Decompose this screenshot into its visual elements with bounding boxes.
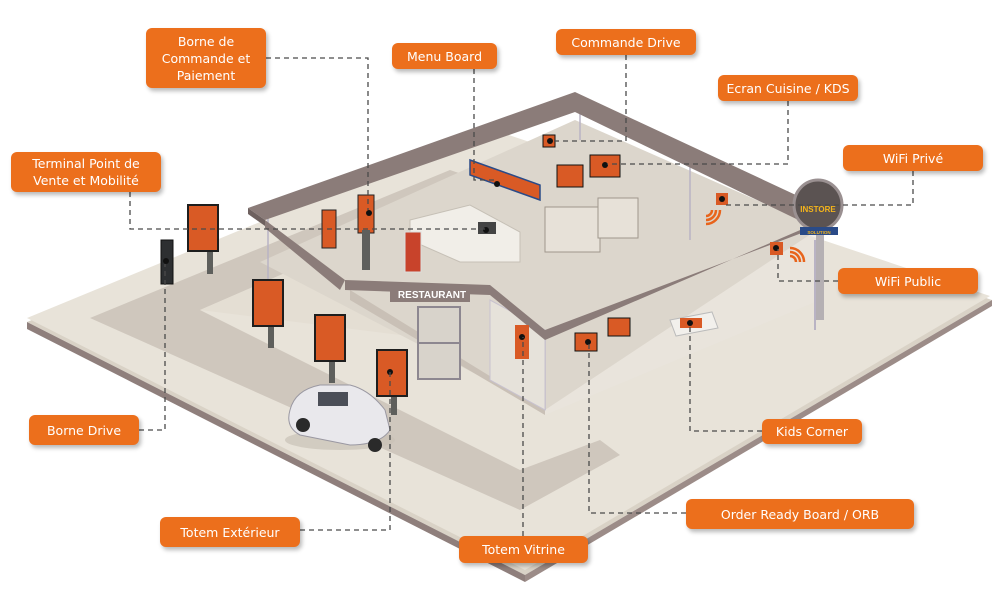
totem-icon <box>252 279 284 348</box>
car-icon <box>285 384 395 452</box>
wifi-signal-icon <box>789 246 806 263</box>
label-totem-exterieur[interactable]: Totem Extérieur <box>160 517 300 547</box>
totem-group <box>160 134 719 415</box>
label-borne-commande-paiement[interactable]: Borne de Commande et Paiement <box>146 28 266 88</box>
label-menu-board[interactable]: Menu Board <box>392 43 497 69</box>
connector-terminal-pdv <box>129 192 486 230</box>
menu-board-icon <box>469 158 541 202</box>
connector-commande-drive <box>552 55 627 142</box>
orb-screens-icon <box>574 317 631 352</box>
totem-icon <box>314 314 346 383</box>
connector-wifi-prive <box>722 171 914 206</box>
label-wifi-public[interactable]: WiFi Public <box>838 268 978 294</box>
label-ecran-cuisine-kds[interactable]: Ecran Cuisine / KDS <box>718 75 858 101</box>
drive-kiosk-icon <box>160 239 174 285</box>
label-terminal-point-de-vente[interactable]: Terminal Point de Vente et Mobilité <box>11 152 161 192</box>
kiosk-icon <box>321 194 422 273</box>
label-borne-drive[interactable]: Borne Drive <box>29 415 139 445</box>
wifi-signal-icon <box>705 209 722 226</box>
kds-screens-icon <box>542 134 621 188</box>
wifi-public-device <box>770 242 806 263</box>
connector-borne-commande <box>266 57 369 210</box>
connector-wifi-public <box>777 249 838 282</box>
label-kids-corner[interactable]: Kids Corner <box>762 419 862 444</box>
connector-menu-board <box>473 69 497 181</box>
connector-totem-exterieur <box>300 372 391 531</box>
connector-lines <box>129 55 914 536</box>
brand-sign-line1: INSTORE <box>800 205 836 214</box>
connector-borne-drive <box>139 264 166 431</box>
connector-kids-corner <box>689 324 762 432</box>
label-commande-drive[interactable]: Commande Drive <box>556 29 696 55</box>
pos-terminal-icon <box>478 222 496 234</box>
label-order-ready-board[interactable]: Order Ready Board / ORB <box>686 499 914 529</box>
vitrine-totem-icon <box>515 325 529 359</box>
kids-table-icon <box>669 311 719 337</box>
label-totem-vitrine[interactable]: Totem Vitrine <box>459 536 588 563</box>
connector-ecran-cuisine <box>607 101 789 165</box>
label-wifi-prive[interactable]: WiFi Privé <box>843 145 983 171</box>
wifi-prive-device <box>705 193 728 226</box>
totem-icon <box>376 349 408 415</box>
totem-icon <box>187 204 219 274</box>
connector-orb <box>588 342 686 514</box>
brand-sign-line2: SOLUTION <box>807 230 830 235</box>
restaurant-sign: RESTAURANT <box>398 290 466 301</box>
